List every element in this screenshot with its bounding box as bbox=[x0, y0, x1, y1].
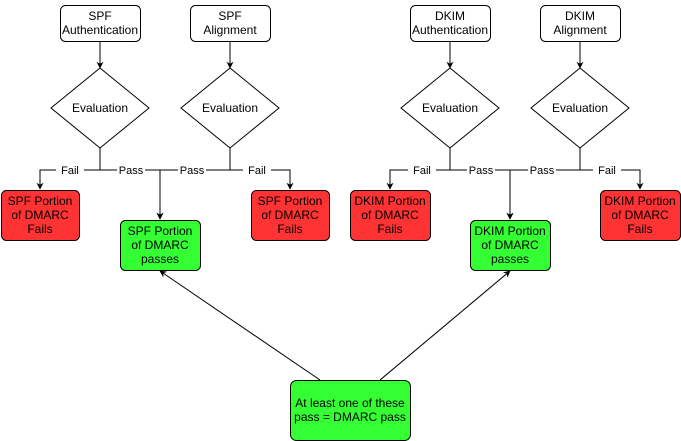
edge-label-fail-4: Fail bbox=[593, 163, 621, 177]
node-eval-spf-align: Evaluation bbox=[180, 67, 280, 149]
edge-label-fail-2: Fail bbox=[243, 163, 271, 177]
edge-label-background bbox=[528, 163, 556, 176]
edge-label-background bbox=[593, 163, 621, 176]
node-label: Fails bbox=[27, 222, 52, 236]
node-label: SPF bbox=[88, 9, 111, 23]
node-eval-spf-auth: Evaluation bbox=[50, 67, 150, 149]
node-eval-dkim-auth: Evaluation bbox=[400, 67, 500, 149]
node-label: of DMARC bbox=[611, 208, 669, 222]
edge-label-text: Pass bbox=[180, 165, 205, 177]
node-label: At least one of these bbox=[295, 396, 405, 410]
node-label: SPF Portion bbox=[128, 224, 193, 238]
node-label: of DMARC bbox=[481, 238, 539, 252]
node-label: pass = DMARC pass bbox=[294, 410, 406, 424]
node-box bbox=[540, 5, 621, 42]
edge-label-background bbox=[178, 163, 206, 176]
edge-label-text: Fail bbox=[61, 165, 79, 177]
node-label: Fails bbox=[627, 222, 652, 236]
edge-spf-align-pass bbox=[156, 148, 231, 220]
node-label: Authentication bbox=[412, 23, 488, 37]
node-label: Alignment bbox=[203, 23, 257, 37]
node-label: DKIM Portion bbox=[474, 224, 545, 238]
edge-label-pass-3: Pass bbox=[467, 163, 495, 177]
node-label: DKIM bbox=[435, 9, 465, 23]
node-label: Evaluation bbox=[202, 101, 258, 115]
node-box bbox=[251, 190, 330, 241]
node-label: Authentication bbox=[62, 23, 138, 37]
node-label: Fails bbox=[277, 222, 302, 236]
node-label: Evaluation bbox=[552, 101, 608, 115]
decision-diamond bbox=[50, 67, 150, 149]
node-label: SPF bbox=[218, 9, 241, 23]
node-label: of DMARC bbox=[11, 208, 69, 222]
node-label: DKIM bbox=[565, 9, 595, 23]
edge-label-text: Pass bbox=[530, 165, 555, 177]
node-label: DKIM Portion bbox=[604, 194, 675, 208]
edge-label-text: Fail bbox=[248, 165, 266, 177]
edge-label-fail-3: Fail bbox=[408, 163, 436, 177]
edge-label-pass-4: Pass bbox=[528, 163, 556, 177]
node-label: passes bbox=[141, 252, 179, 266]
node-box bbox=[410, 5, 491, 42]
node-label: Fails bbox=[377, 222, 402, 236]
decision-diamond bbox=[180, 67, 280, 149]
node-eval-dkim-align: Evaluation bbox=[530, 67, 630, 149]
edge-dkim-auth-pass bbox=[449, 148, 514, 220]
node-label: passes bbox=[491, 252, 529, 266]
decision-diamond bbox=[530, 67, 630, 149]
edge-final-to-spf-pass bbox=[159, 270, 321, 381]
edge-dkim-align-pass bbox=[506, 148, 581, 220]
nodes: SPFAuthenticationSPFAlignmentDKIMAuthent… bbox=[1, 5, 681, 441]
edge-label-pass-2: Pass bbox=[178, 163, 206, 177]
node-label: of DMARC bbox=[361, 208, 419, 222]
edge-label-text: Fail bbox=[598, 165, 616, 177]
edge-label-background bbox=[56, 163, 84, 176]
node-label: Alignment bbox=[553, 23, 607, 37]
node-label: SPF Portion bbox=[8, 194, 73, 208]
node-box bbox=[190, 5, 271, 42]
edge-label-background bbox=[408, 163, 436, 176]
node-label: Evaluation bbox=[422, 101, 478, 115]
edge-label-text: Pass bbox=[469, 165, 494, 177]
edge-spf-auth-pass bbox=[99, 148, 164, 220]
node-label: Evaluation bbox=[72, 101, 128, 115]
edge-label-fail-1: Fail bbox=[56, 163, 84, 177]
edge-label-background bbox=[117, 163, 145, 176]
decision-diamond bbox=[400, 67, 500, 149]
edge-label-background bbox=[243, 163, 271, 176]
node-box bbox=[1, 190, 80, 241]
edge-label-text: Fail bbox=[413, 165, 431, 177]
node-box bbox=[470, 220, 551, 271]
edge-label-background bbox=[467, 163, 495, 176]
node-box bbox=[350, 190, 431, 241]
node-box bbox=[60, 5, 141, 42]
node-label: of DMARC bbox=[261, 208, 319, 222]
node-box bbox=[120, 220, 201, 271]
node-label: SPF Portion bbox=[258, 194, 323, 208]
edge-labels: Fail Pass Pass Fail Fail Pass Pass Fail bbox=[56, 163, 621, 177]
node-label: DKIM Portion bbox=[354, 194, 425, 208]
edge-label-text: Pass bbox=[119, 165, 144, 177]
edge-final-to-dkim-pass bbox=[379, 270, 511, 381]
node-label: of DMARC bbox=[131, 238, 189, 252]
edge-label-pass-1: Pass bbox=[117, 163, 145, 177]
